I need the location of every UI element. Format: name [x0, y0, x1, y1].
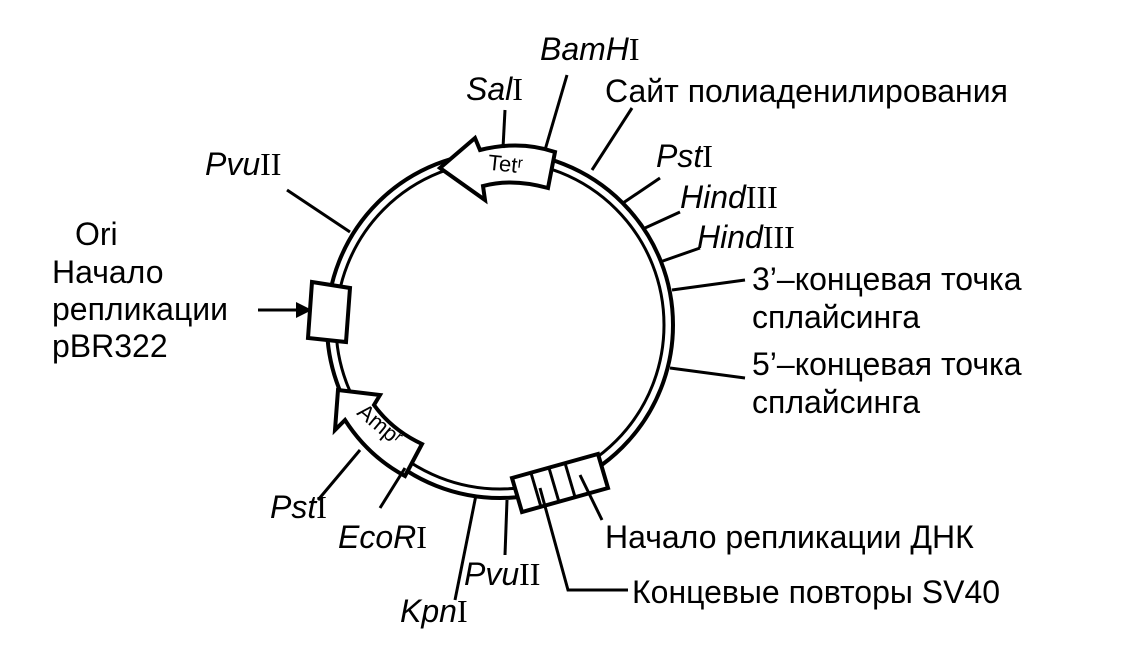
label-splice5-line1: 5’–концевая точка: [752, 346, 1022, 382]
pvuii-top-leader: [286, 188, 351, 234]
site-kpni: KpnI: [400, 593, 468, 629]
label-splice3-line1: 3’–концевая точка: [752, 261, 1022, 297]
splice3-leader: [671, 278, 746, 292]
kpni-leader: [453, 494, 478, 601]
hindiii-1-leader: [644, 210, 681, 230]
site-sali: SalI: [466, 71, 523, 107]
site-psti-bottom: PstI: [270, 489, 327, 525]
site-pvuii-bottom: PvuII: [464, 556, 540, 592]
tet-gene-arrow: [436, 134, 558, 205]
sali-leader: [501, 109, 507, 149]
pbr322-ori-box: [305, 279, 353, 345]
label-sv40-repeats: Концевые повторы SV40: [632, 574, 1000, 610]
label-ori-line1: Ori: [75, 216, 118, 252]
site-bamhi: BamHI: [540, 31, 640, 67]
label-splice3-line2: сплайсинга: [752, 299, 920, 335]
dna-origin-leader: [578, 474, 604, 521]
site-pvuii-top: PvuII: [205, 146, 281, 182]
site-hindiii-1: HindIII: [680, 179, 778, 215]
label-ori-line3: репликации: [52, 291, 228, 327]
hindiii-2-leader: [659, 246, 701, 264]
sv40-region-box: [509, 451, 611, 515]
site-ecori: EcoRI: [338, 519, 427, 555]
psti-bottom-leader: [316, 449, 362, 501]
site-psti-right: PstI: [656, 138, 713, 174]
label-splice5-line2: сплайсинга: [752, 384, 920, 420]
label-polya-site: Сайт полиаденилирования: [605, 73, 1008, 109]
label-ori-line4: pBR322: [52, 328, 168, 364]
splice5-leader: [669, 366, 746, 380]
psti-right-leader: [622, 176, 661, 205]
label-dna-origin: Начало репликации ДНК: [605, 519, 974, 555]
polya-leader: [590, 107, 634, 171]
site-hindiii-2: HindIII: [697, 219, 795, 255]
pvuii-bottom-leader: [503, 499, 509, 556]
ori-arrow-head: [296, 302, 312, 318]
amp-gene-arrow: [332, 387, 425, 479]
bamhi-leader: [543, 74, 569, 151]
label-ori-line2: Начало: [52, 254, 164, 290]
sv40-repeats-leader: [538, 487, 628, 592]
tet-gene-label: Tetʳ: [487, 150, 524, 178]
ecori-leader: [378, 467, 407, 509]
